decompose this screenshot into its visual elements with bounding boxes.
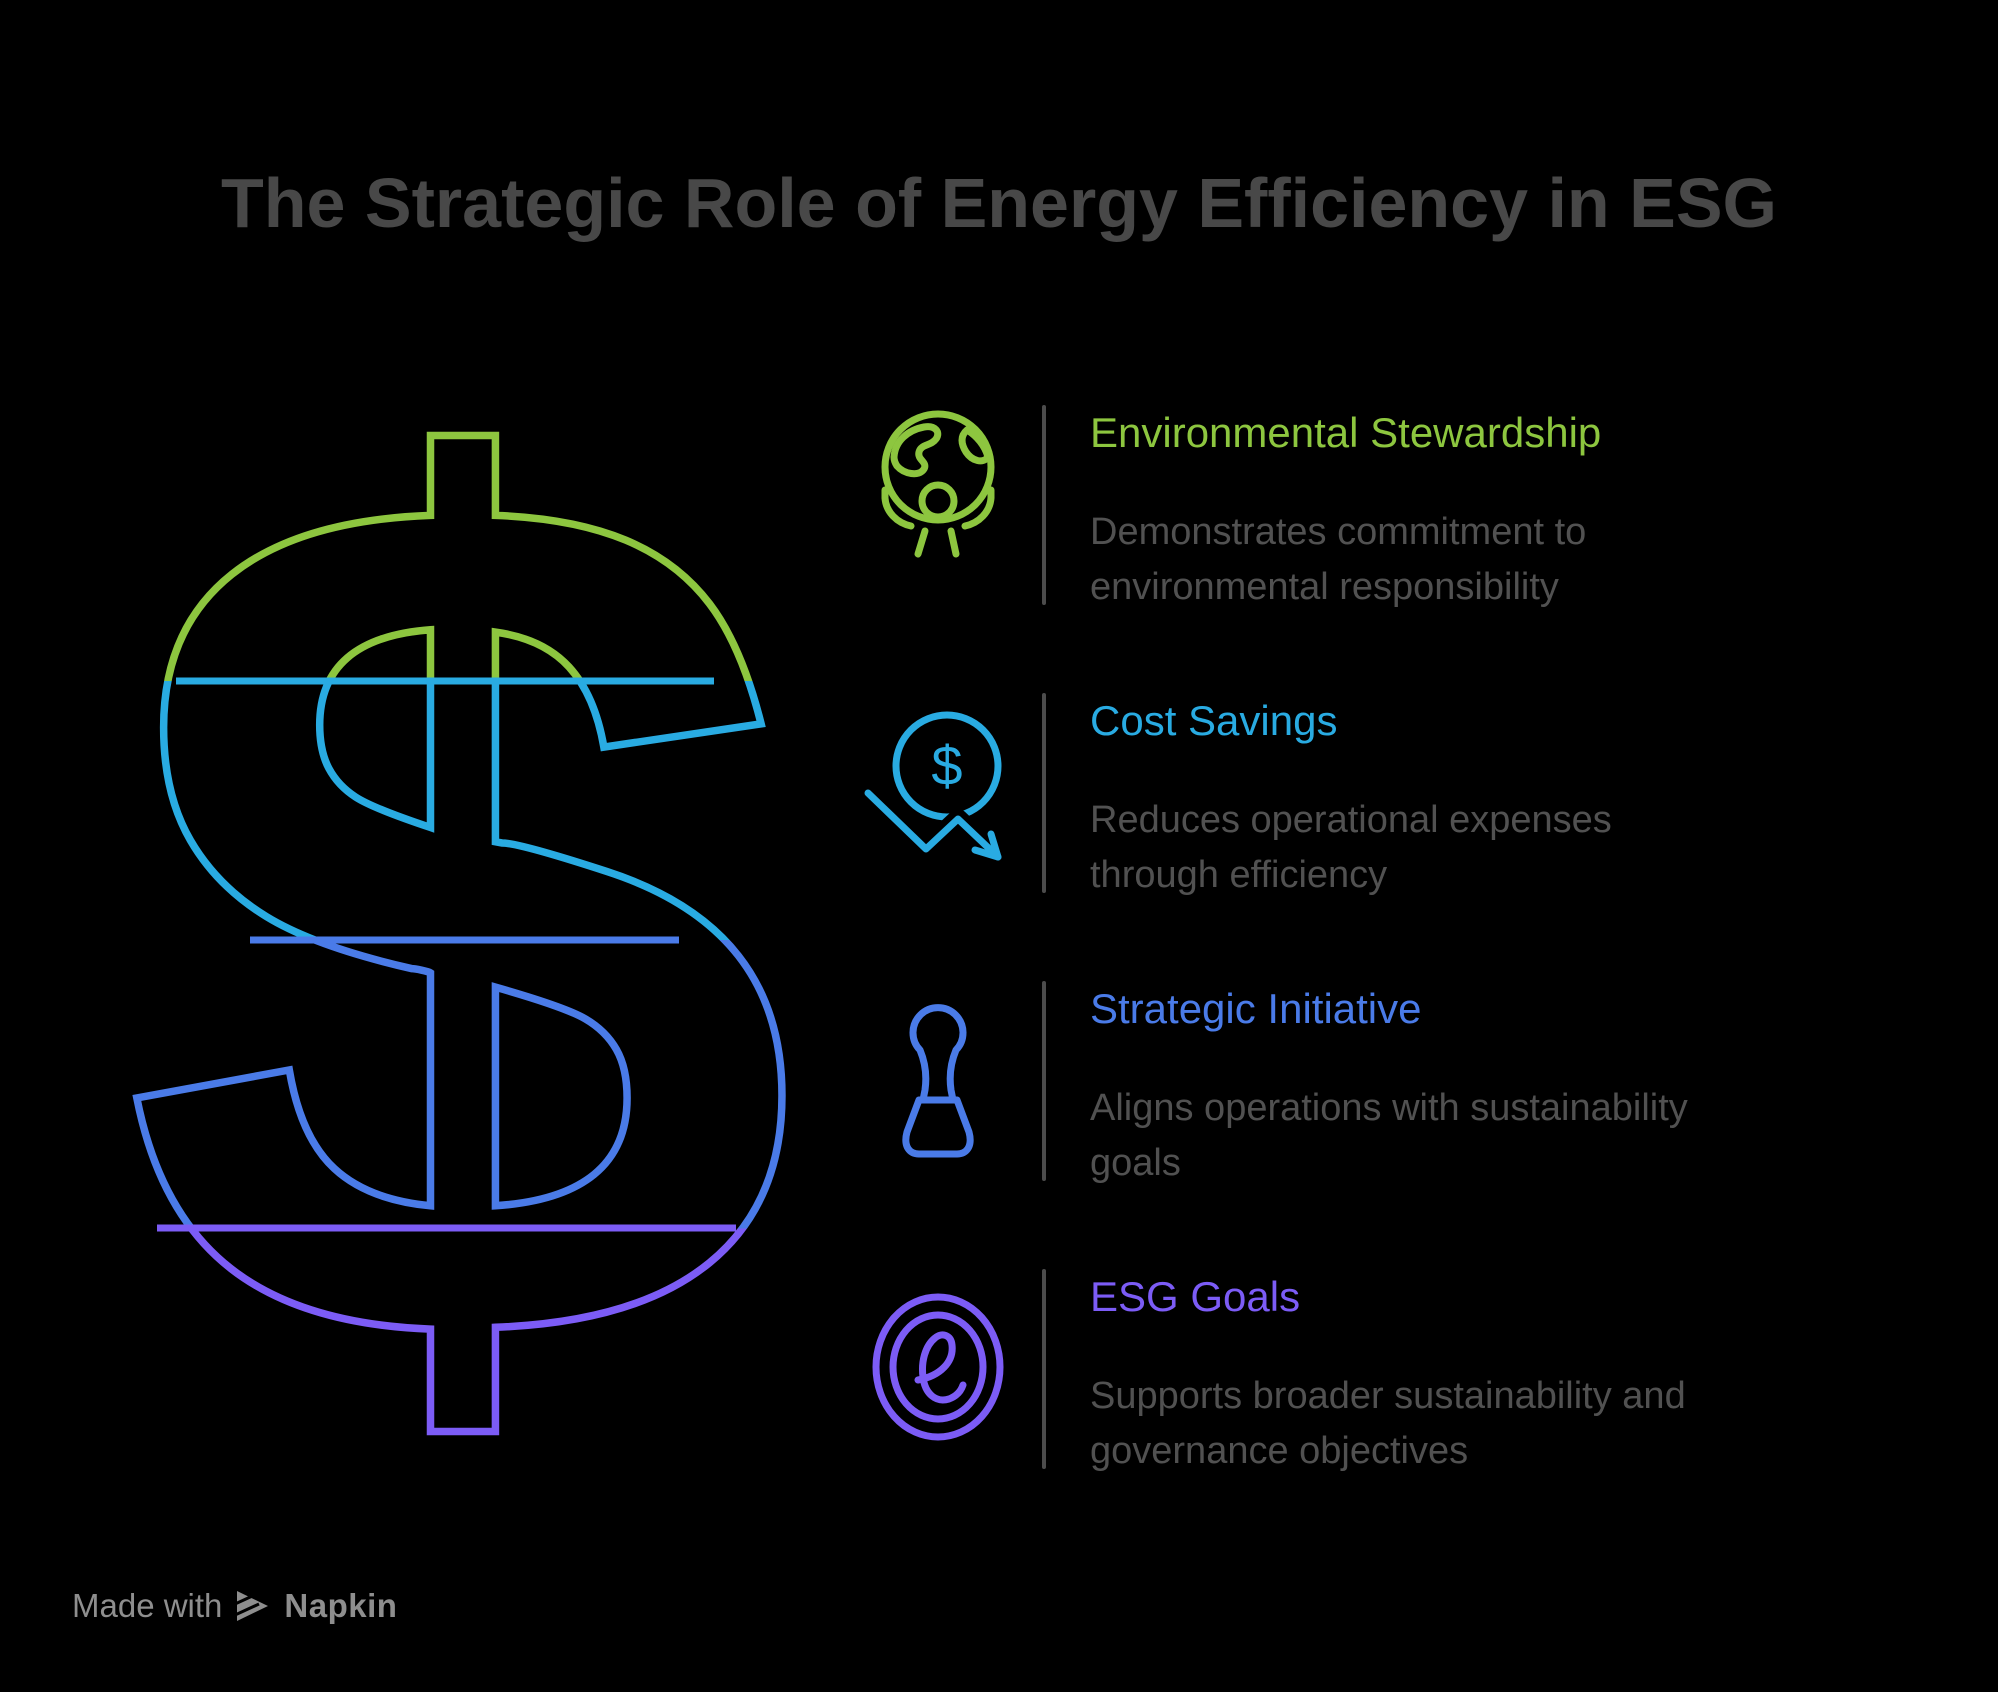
section-description: Supports broader sustainability and gove…: [1090, 1375, 1686, 1472]
section-strategic-initiative: Strategic Initiative Aligns operations w…: [858, 981, 1778, 1191]
section-cost-savings: $ Cost Savings Reduces operational expen…: [858, 693, 1778, 903]
section-environmental-stewardship: Environmental Stewardship Demonstrates c…: [858, 405, 1778, 615]
made-with-napkin-credit: Made with Napkin: [72, 1586, 397, 1626]
napkin-logo-icon: [235, 1591, 269, 1621]
dollar-sign-graphic: $: [120, 405, 800, 1465]
globe-person-icon: [881, 410, 995, 558]
section-heading: Environmental Stewardship: [1090, 409, 1602, 456]
dollar-decline-arrow-icon: $: [858, 711, 1008, 867]
chess-pawn-icon: [902, 1004, 974, 1158]
napkin-brand-label: Napkin: [284, 1587, 398, 1624]
section-heading: ESG Goals: [1090, 1273, 1301, 1320]
section-divider: [1042, 693, 1046, 893]
esg-emblem-icon: [872, 1293, 1004, 1441]
section-description: Aligns operations with sustainability go…: [1090, 1087, 1688, 1184]
section-heading: Cost Savings: [1090, 697, 1338, 744]
section-description: Demonstrates commitment to environmental…: [1090, 511, 1587, 608]
page-title: The Strategic Role of Energy Efficiency …: [221, 164, 1777, 242]
dollar-glyph: $: [121, 405, 800, 1465]
made-with-label: Made with: [72, 1587, 223, 1624]
section-divider: [1042, 981, 1046, 1181]
coin-dollar-symbol: $: [931, 734, 962, 797]
section-description: Reduces operational expenses through eff…: [1090, 799, 1612, 896]
section-divider: [1042, 405, 1046, 605]
section-heading: Strategic Initiative: [1090, 985, 1422, 1032]
section-divider: [1042, 1269, 1046, 1469]
section-esg-goals: ESG Goals Supports broader sustainabilit…: [858, 1269, 1778, 1479]
